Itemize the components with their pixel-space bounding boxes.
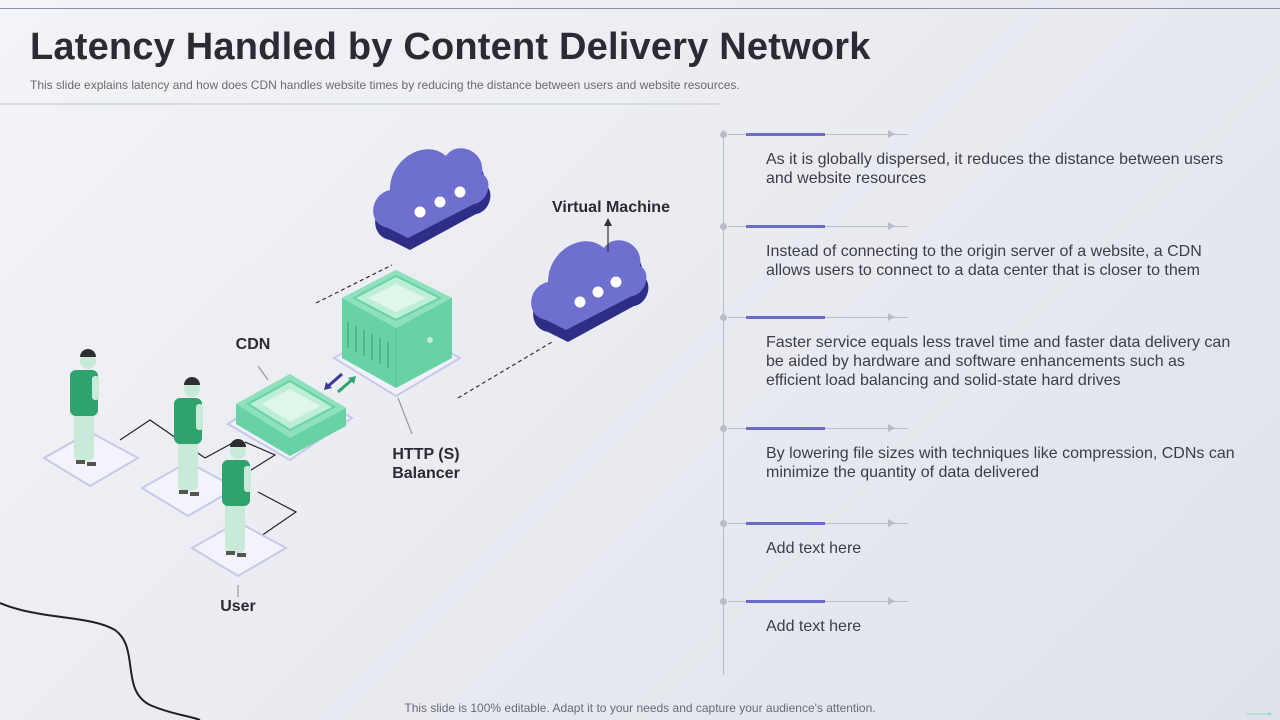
dashed-link-bottom: [457, 341, 553, 399]
cdn-server: [226, 374, 354, 462]
label-http-balancer-line1: HTTP (S): [392, 446, 460, 463]
top-rule: [0, 8, 1280, 9]
slide-subtitle: This slide explains latency and how does…: [30, 78, 740, 92]
label-http-balancer-line2: Balancer: [392, 465, 460, 482]
label-virtual-machine: Virtual Machine: [552, 199, 670, 216]
timeline-dot: [720, 223, 727, 230]
cloud-top-icon: [373, 148, 491, 250]
point-text: Add text here: [766, 618, 862, 635]
point-text: By lowering file sizes with techniques l…: [766, 445, 1235, 481]
arrow-right-icon: [888, 313, 895, 321]
point-text: Instead of connecting to the origin serv…: [766, 243, 1202, 279]
balancer-arrow: [397, 397, 413, 435]
cdn-arrow: [257, 365, 269, 381]
label-cdn: CDN: [235, 336, 271, 353]
slide-title: Latency Handled by Content Delivery Netw…: [30, 26, 871, 68]
decorative-curve: [0, 602, 201, 720]
slide-footer: This slide is 100% editable. Adapt it to…: [404, 701, 876, 715]
timeline-line: [723, 130, 724, 675]
accent-bar: [746, 133, 825, 136]
arrow-right-icon: [888, 519, 895, 527]
arrow-right-icon: [888, 597, 895, 605]
timeline-dot: [720, 314, 727, 321]
dashed-link-top: [315, 264, 393, 304]
transfer-arrows: [324, 372, 356, 394]
timeline-dot: [720, 131, 727, 138]
timeline-dot: [720, 520, 727, 527]
point-text: As it is globally dispersed, it reduces …: [766, 151, 1224, 187]
accent-bar: [746, 427, 825, 430]
label-user: User: [220, 598, 256, 615]
arrow-right-icon: [888, 130, 895, 138]
person-3: [222, 439, 251, 557]
accent-bar: [746, 600, 825, 603]
timeline-dot: [720, 598, 727, 605]
accent-bar: [746, 522, 825, 525]
corner-arrow-icon: [1246, 712, 1273, 716]
arrow-right-icon: [888, 424, 895, 432]
timeline-dot: [720, 425, 727, 432]
point-text: Faster service equals less travel time a…: [766, 334, 1231, 389]
arrow-right-icon: [888, 222, 895, 230]
point-text: Add text here: [766, 540, 862, 557]
http-balancer-server: [332, 270, 462, 398]
person-1: [70, 349, 99, 466]
accent-bar: [746, 316, 825, 319]
cdn-diagram: [0, 103, 720, 720]
accent-bar: [746, 225, 825, 228]
virtual-machine-cloud-icon: [531, 240, 649, 342]
person-2: [174, 377, 203, 496]
